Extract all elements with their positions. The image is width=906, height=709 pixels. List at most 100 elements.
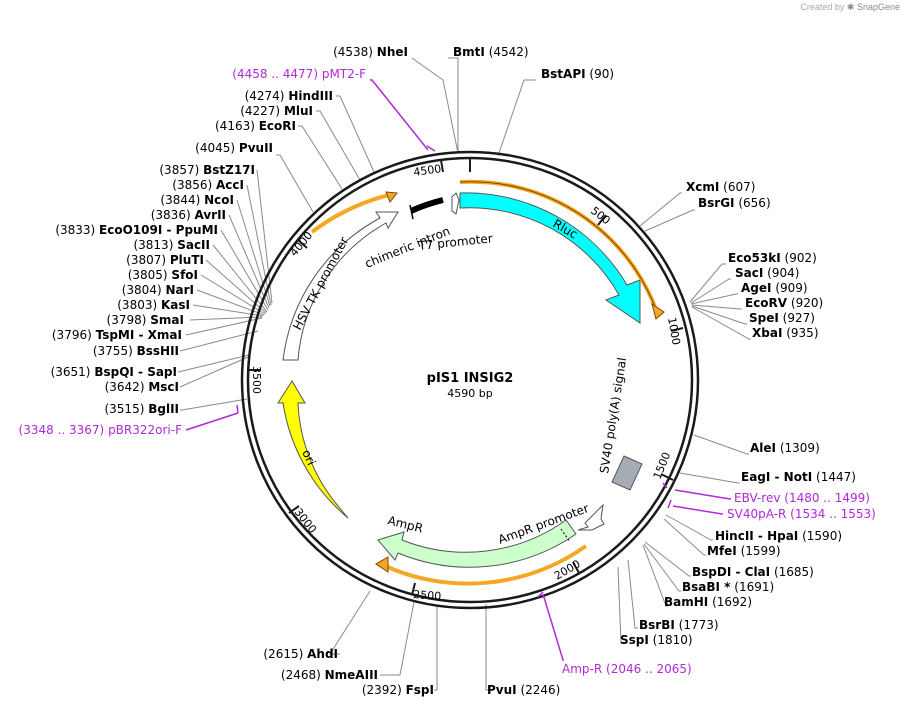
site-spei[interactable]: SpeI (927) [749,311,815,325]
sv40-polya-box[interactable] [611,455,643,491]
t7-promoter-arrow[interactable] [451,192,460,215]
site-nhei[interactable]: (4538) NheI [333,45,408,59]
leader-line [691,304,742,310]
site-position: (3813) [133,238,173,252]
site-position: (4538) [333,45,373,59]
site-ncoi[interactable]: (3844) NcoI [160,193,234,207]
site-bspqi[interactable]: (3651) BspQI - SapI [51,365,177,379]
site-sfoi[interactable]: (3805) SfoI [128,268,198,282]
site-position: (3844) [160,193,200,207]
site-msci[interactable]: (3642) MscI [105,380,179,394]
site-eco53ki[interactable]: Eco53kI (902) [728,251,817,265]
site-mfei[interactable]: MfeI (1599) [707,544,781,558]
site-bmti[interactable]: BmtI (4542) [453,45,529,59]
leader-line [679,472,740,484]
primer-ebvrev[interactable]: EBV-rev (1480 .. 1499) [734,491,870,505]
primer-leader [542,593,564,661]
site-pvuii[interactable]: (4045) PvuII [195,141,273,155]
primer-labels: (4458 .. 4477) pMT2-F (3348 .. 3367) pBR… [19,67,876,676]
site-bspdi[interactable]: BspDI - ClaI (1685) [692,565,814,579]
site-hincii[interactable]: HincII - HpaI (1590) [715,529,842,543]
ori-arrow[interactable] [277,380,349,519]
chimeric-intron-end [409,204,414,220]
leader-line [316,110,361,181]
rluc-arrow[interactable] [459,192,641,324]
site-bsrbi[interactable]: BsrBI (1773) [639,618,719,632]
site-position: (656) [738,196,770,210]
primer-sv40par[interactable]: SV40pA-R (1534 .. 1553) [727,507,876,521]
site-saci[interactable]: SacI (904) [735,266,799,280]
primer-leader [370,79,429,151]
tick-mark [660,473,674,481]
site-bamhi[interactable]: BamHI (1692) [664,595,752,609]
site-tspmi[interactable]: (3796) TspMI - XmaI [52,328,182,342]
primer-pmt2f[interactable]: (4458 .. 4477) pMT2-F [232,67,366,81]
site-position: (4163) [215,119,255,133]
site-bglii[interactable]: (3515) BglII [104,402,179,416]
site-eagi[interactable]: EagI - NotI (1447) [741,470,856,484]
tick-mark [411,582,416,596]
leader-line [643,543,681,592]
site-position: (4227) [240,104,280,118]
site-kasi[interactable]: (3803) KasI [117,298,190,312]
site-sspi[interactable]: SspI (1810) [620,633,693,647]
primer-mark [667,499,672,509]
site-position: (3515) [104,402,144,416]
site-enzyme: AhdI [307,647,338,661]
site-mlui[interactable]: (4227) MluI [240,104,313,118]
site-nari[interactable]: (3804) NarI [122,283,194,297]
primer-pbr322[interactable]: (3348 .. 3367) pBR322ori-F [19,423,183,437]
site-xcmi[interactable]: XcmI (607) [686,180,755,194]
site-bsshii[interactable]: (3755) BssHII [93,344,179,358]
site-pluti[interactable]: (3807) PluTI [126,253,204,267]
tick-mark [597,214,607,226]
site-hindiii[interactable]: (4274) HindIII [245,89,333,103]
site-acci[interactable]: (3856) AccI [172,178,244,192]
rluc-highlight-edge [459,181,658,313]
site-enzyme: BssHII [137,344,179,358]
site-alei[interactable]: AleI (1309) [750,441,820,455]
site-avrii[interactable]: (3836) AvrII [151,208,226,222]
tick-mark [297,239,308,249]
tick-label-3500: 3500 [250,366,263,394]
primer-ampr[interactable]: Amp-R (2046 .. 2065) [562,662,692,676]
site-bsabi[interactable]: BsaBI * (1691) [682,580,774,594]
ampr-promoter-boundary [560,528,571,543]
site-fspi[interactable]: (2392) FspI [362,683,434,697]
site-smai[interactable]: (3798) SmaI [107,313,184,327]
leader-line [644,209,695,232]
site-nmeaiii[interactable]: (2468) NmeAIII [281,668,378,682]
site-position: (2246) [520,683,560,697]
site-pvui[interactable]: PvuI (2246) [487,683,560,697]
site-sacii[interactable]: (3813) SacII [133,238,210,252]
hsv-tk-promoter-arrow[interactable] [282,211,399,361]
site-bstapi[interactable]: BstAPI (90) [541,67,614,81]
site-ecori[interactable]: (4163) EcoRI [215,119,296,133]
site-position: (902) [785,251,817,265]
site-labels: (4538) NheI BmtI (4542) BstAPI (90) XcmI… [51,45,856,697]
primer-mark [537,591,544,598]
site-bsrgi[interactable]: BsrGI (656) [698,196,771,210]
site-enzyme: AccI [216,178,244,192]
leader-lines [177,57,751,691]
chimeric-intron-bar[interactable] [409,197,444,214]
site-position: (3856) [172,178,212,192]
site-position: (920) [791,296,823,310]
primer-mark [662,482,668,489]
site-enzyme: TspMI - XmaI [96,328,182,342]
site-position: (904) [767,266,799,280]
site-ecorv[interactable]: EcoRV (920) [745,296,823,310]
site-enzyme: Eco53kI [728,251,781,265]
site-position: (3804) [122,283,162,297]
ampr-arrow[interactable] [377,519,577,568]
site-xbai[interactable]: XbaI (935) [752,326,819,340]
leader-line [220,229,269,311]
leader-line [497,79,536,157]
site-bstz17i[interactable]: (3857) BstZ17I [159,163,255,177]
site-ahdi[interactable]: (2615) AhdI [263,647,338,661]
site-enzyme: BstZ17I [203,163,255,177]
leader-line [639,192,682,227]
ampr-promoter-arrow[interactable] [577,503,605,531]
site-eco0109i[interactable]: (3833) EcoO109I - PpuMI [55,223,218,237]
site-agei[interactable]: AgeI (909) [741,281,808,295]
